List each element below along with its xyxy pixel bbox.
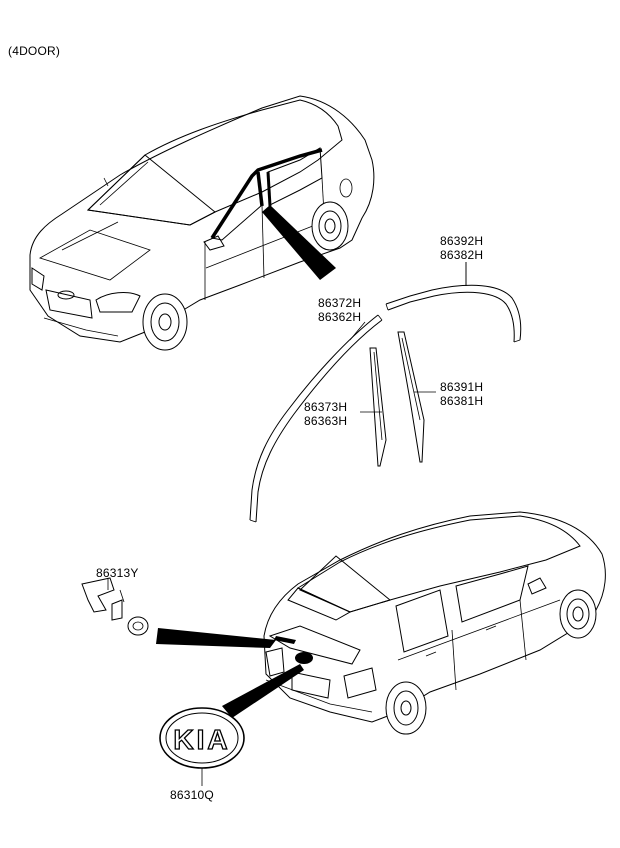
callout-86313Y: 86313Y [96, 566, 139, 580]
callout-86391H: 86391H [440, 380, 484, 394]
roof-molding [385, 284, 522, 341]
front-car-illustration [29, 95, 375, 351]
moldings [249, 262, 522, 523]
kia-emblem-text: KIA [173, 724, 230, 755]
callout-86373H: 86373H [304, 400, 348, 414]
callout-86372H: 86372H [318, 296, 362, 310]
rio-emblem [81, 577, 149, 636]
kia-emblem: KIA [159, 707, 245, 786]
rear-car-illustration [156, 511, 606, 735]
callout-86392H: 86392H [440, 234, 484, 248]
center-pillar-front [369, 347, 387, 467]
callout-86310Q: 86310Q [170, 788, 214, 802]
variant-heading: (4DOOR) [8, 44, 61, 58]
callout-86363H: 86363H [304, 414, 348, 428]
callout-86382H: 86382H [440, 248, 484, 262]
center-pillar-rear [397, 331, 425, 463]
callout-86362H: 86362H [318, 310, 362, 324]
callout-86381H: 86381H [440, 394, 484, 408]
